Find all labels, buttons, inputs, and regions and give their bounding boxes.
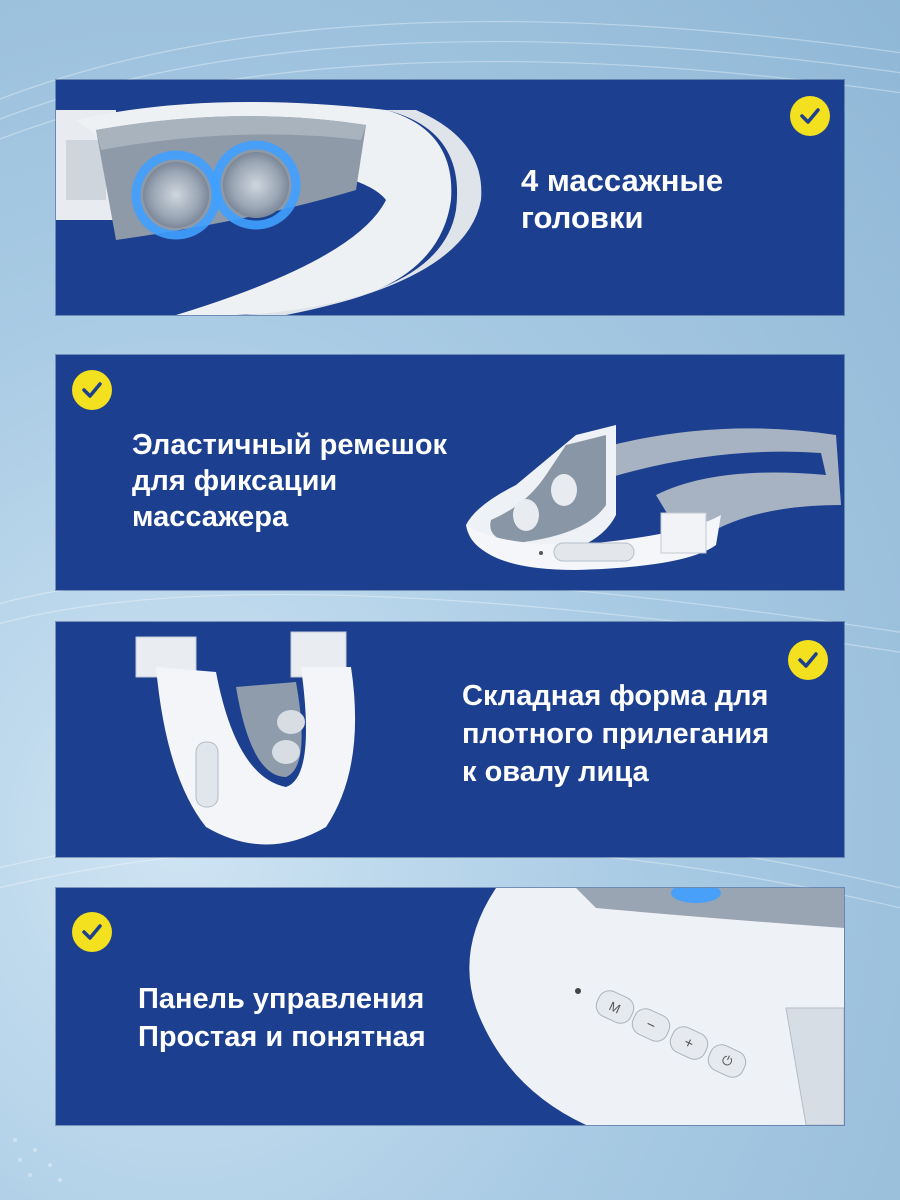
feature-panel-elastic-strap: Эластичный ремешок для фиксации массажер…: [56, 355, 844, 590]
checkmark-icon: [790, 96, 830, 136]
plus-button[interactable]: +: [665, 1022, 713, 1064]
feature-panel-control-panel: Панель управления Простая и понятная M −…: [56, 888, 844, 1125]
checkmark-icon: [72, 912, 112, 952]
panel-title: Складная форма для плотного прилегания к…: [462, 680, 770, 788]
checkmark-icon: [788, 640, 828, 680]
feature-panel-foldable-shape: Складная форма для плотного прилегания к…: [56, 622, 844, 857]
feature-panel-massage-heads: 4 массажные головки: [56, 80, 844, 315]
device-control-panel-image: M − + ⏻: [456, 888, 844, 1125]
control-button-group: M − + ⏻: [591, 986, 756, 1082]
panel-title: Эластичный ремешок для фиксации массажер…: [132, 429, 448, 533]
checkmark-icon: [72, 370, 112, 410]
device-foldable-image: [135, 631, 356, 845]
device-massage-heads-image: [56, 102, 482, 315]
device-strap-image: [466, 425, 841, 570]
minus-button[interactable]: −: [627, 1004, 675, 1046]
panel-title: 4 массажные головки: [521, 163, 724, 235]
panel-title: Панель управления Простая и понятная: [138, 983, 426, 1053]
